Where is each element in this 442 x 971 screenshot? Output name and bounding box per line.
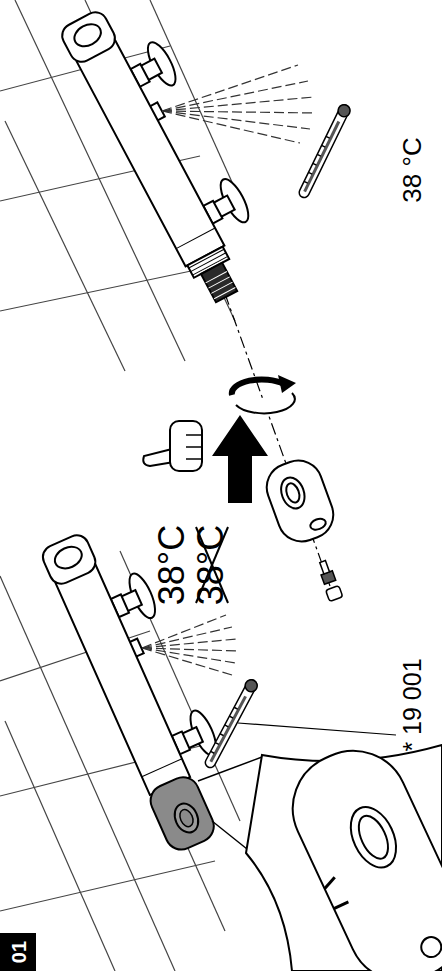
thermostat-body xyxy=(211,282,232,293)
page-number: 01 xyxy=(9,941,29,963)
water-spray xyxy=(162,65,298,111)
thermostat-body xyxy=(177,807,195,828)
detail-view xyxy=(275,733,442,971)
leader-line xyxy=(238,723,396,735)
thumbs-up-symbol xyxy=(143,421,202,471)
thermometer xyxy=(234,707,238,709)
thermometer xyxy=(229,716,233,718)
thermostat-body xyxy=(176,228,215,249)
thermostat-body xyxy=(58,0,280,308)
wall-tiles xyxy=(0,0,245,371)
thermometer xyxy=(243,678,259,694)
detail-view xyxy=(322,877,337,888)
thermostat-body xyxy=(38,516,252,854)
temperature-handle xyxy=(260,454,340,548)
thermometer xyxy=(220,734,224,736)
thermostat-body xyxy=(71,20,105,51)
thumbs-up-symbol xyxy=(186,434,202,436)
wall-tiles xyxy=(0,861,215,911)
screw xyxy=(320,561,330,574)
thermometer xyxy=(317,154,321,156)
temperature-handle xyxy=(146,772,219,854)
thermostat-body xyxy=(208,277,229,288)
temperature-handle xyxy=(309,517,327,532)
detail-view xyxy=(198,757,262,781)
wall-tiles xyxy=(0,551,240,971)
thumbs-up-symbol xyxy=(186,458,202,460)
rotation-arrow xyxy=(236,393,295,413)
thermostat-body xyxy=(51,543,85,573)
thermometer xyxy=(313,163,317,165)
rotation-arrow xyxy=(232,379,284,395)
thumbs-up-symbol xyxy=(186,446,202,448)
thermometer xyxy=(211,696,246,761)
wall-tiles xyxy=(5,121,125,371)
thermometer xyxy=(304,181,308,183)
thumbs-up-symbol xyxy=(170,421,202,471)
thermometer xyxy=(336,103,352,119)
detail-view xyxy=(353,811,394,863)
thermostat-body xyxy=(142,759,182,777)
water-spray xyxy=(162,111,300,143)
thermometer xyxy=(308,172,312,174)
temperature-handle xyxy=(284,482,302,505)
spindle xyxy=(201,263,237,303)
rotation-arrow xyxy=(232,375,296,413)
temperature-reading: 38 °C xyxy=(399,137,425,202)
screw xyxy=(326,586,343,602)
water-spray xyxy=(162,97,314,111)
part-number: * 19 001 xyxy=(400,658,425,751)
rotation-arrow xyxy=(278,375,296,393)
water-spray xyxy=(142,639,236,648)
detail-view xyxy=(342,800,405,875)
thermostat-bar xyxy=(77,41,225,267)
target-temperature: 38°C xyxy=(154,525,190,605)
water-spray xyxy=(142,648,232,675)
detail-view xyxy=(334,902,349,909)
page-number-box xyxy=(0,933,36,971)
thermometer xyxy=(297,103,352,200)
detail-view xyxy=(198,733,442,971)
water-spray xyxy=(162,111,316,113)
end-handle xyxy=(58,8,119,66)
temperature-handle xyxy=(260,454,340,548)
axis-line xyxy=(224,291,330,586)
wall-tiles xyxy=(0,266,215,311)
water-spray xyxy=(142,615,226,648)
thermostat-body xyxy=(214,287,235,298)
water-spray xyxy=(162,111,310,129)
water-spray xyxy=(142,615,238,675)
end-handle xyxy=(39,531,99,587)
thermostat-body xyxy=(170,800,202,836)
detail-view xyxy=(275,733,442,971)
water-spray xyxy=(162,65,316,143)
water-spray xyxy=(162,81,308,111)
temperature-handle xyxy=(277,474,309,512)
thermometer xyxy=(298,103,352,199)
direction-arrow xyxy=(212,415,268,503)
water-spray xyxy=(142,648,238,651)
thermostat-body xyxy=(206,272,227,283)
wall-tiles xyxy=(55,551,225,931)
thermometer xyxy=(326,136,330,138)
wrong-temperature: 38°C xyxy=(193,525,229,605)
thermometer xyxy=(305,122,339,192)
thermometer xyxy=(225,725,229,727)
screw xyxy=(316,559,343,601)
detail-view xyxy=(418,934,442,961)
thermometer xyxy=(211,751,215,753)
thermometer xyxy=(322,145,326,147)
thermometer xyxy=(215,743,219,745)
